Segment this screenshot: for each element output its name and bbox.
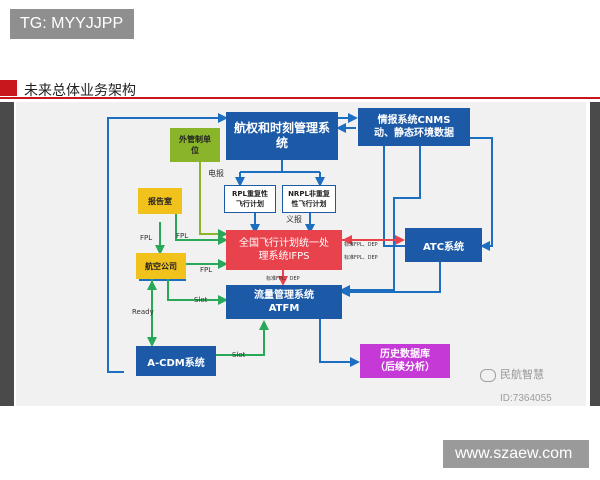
edge-label-slot-top: Slot: [194, 296, 208, 304]
node-atfm-label-1: 流量管理系统: [254, 290, 314, 301]
watermark-badge-text: 民航智慧: [500, 368, 544, 381]
node-hangquan: 航权和时刻管理系统: [226, 112, 338, 160]
edge-label-atc-fpl-2: 标准FPL、DEP: [344, 254, 378, 261]
connector-atc-atfm: [340, 262, 441, 297]
connector-waiguan: [199, 162, 228, 239]
node-airline: 航空公司: [136, 253, 186, 279]
node-ifps-label-2: 理系统IFPS: [258, 251, 310, 262]
channel-tag: TG: MYYJJPP: [10, 9, 134, 39]
node-acdm-label: A-CDM系统: [147, 357, 205, 369]
right-frame-bar: [590, 102, 600, 406]
watermark-badge: 民航智慧: [480, 366, 544, 382]
title-divider-red: [0, 97, 600, 99]
node-waiguan-label: 外管制单位: [179, 135, 211, 155]
edge-label-ifps-down: 标准FPL、DEP: [266, 275, 300, 282]
connector-plans-ifps: [250, 212, 315, 234]
node-ifps: 全国飞行计划统一处 理系统IFPS: [226, 230, 342, 270]
node-qingbao-label-1: 情报系统CNMS: [377, 115, 451, 126]
node-acdm: A-CDM系统: [136, 346, 216, 376]
connector-hangquan-plans: [235, 160, 325, 187]
node-rpl-label-1: RPL重复性: [232, 190, 268, 198]
edge-label-fpl-top: FPL: [176, 232, 188, 240]
wechat-icon: [480, 368, 496, 382]
node-qingbao-label-2: 动、静态环境数据: [374, 128, 454, 139]
node-airline-label: 航空公司: [145, 261, 177, 271]
connector-baogao: [147, 212, 269, 356]
node-baogao: 报告室: [138, 188, 182, 214]
section-title: 未来总体业务架构: [24, 83, 136, 99]
node-rpl-label-2: 飞行计划: [236, 200, 264, 208]
node-atc: ATC系统: [405, 228, 482, 262]
edge-label-fpl-left: FPL: [140, 234, 152, 242]
edge-label-fpl-mid: FPL: [200, 266, 212, 274]
node-waiguan: 外管制单位: [170, 128, 220, 162]
node-nrpl: NRPL非重复 性飞行计划: [282, 185, 336, 213]
node-history-label-1: 历史数据库: [380, 349, 430, 360]
site-watermark: www.szaew.com: [443, 440, 589, 468]
connector-atfm-history: [319, 318, 360, 367]
connector-cnms-atc: [340, 137, 493, 295]
edge-label-yibao: 义报: [286, 214, 302, 224]
edge-label-dianbao: 电报: [208, 168, 224, 178]
node-nrpl-label-1: NRPL非重复: [288, 190, 330, 198]
node-atfm-label-2: ATFM: [268, 303, 300, 314]
node-rpl: RPL重复性 飞行计划: [224, 185, 276, 213]
node-nrpl-label-2: 性飞行计划: [291, 200, 327, 208]
edge-label-slot-bottom: Slot: [232, 351, 246, 359]
edge-label-ready: Ready: [132, 308, 154, 316]
connector-top-loop: [107, 113, 358, 266]
left-frame-bar: [0, 102, 14, 406]
edge-label-atc-fpl: 标准FPL、DEP: [344, 241, 378, 248]
watermark-badge-id: ID:7364055: [500, 393, 552, 404]
title-accent-bar: [0, 80, 17, 96]
node-atfm: 流量管理系统 ATFM: [226, 285, 342, 319]
node-history: 历史数据库 （后续分析）: [360, 344, 450, 378]
node-history-label-2: （后续分析）: [375, 362, 435, 373]
node-baogao-label: 报告室: [148, 196, 172, 206]
node-hangquan-label: 航权和时刻管理系统: [234, 121, 331, 150]
node-ifps-label-1: 全国飞行计划统一处: [239, 238, 329, 249]
node-qingbao: 情报系统CNMS 动、静态环境数据: [358, 108, 470, 146]
node-atc-label: ATC系统: [422, 241, 465, 253]
